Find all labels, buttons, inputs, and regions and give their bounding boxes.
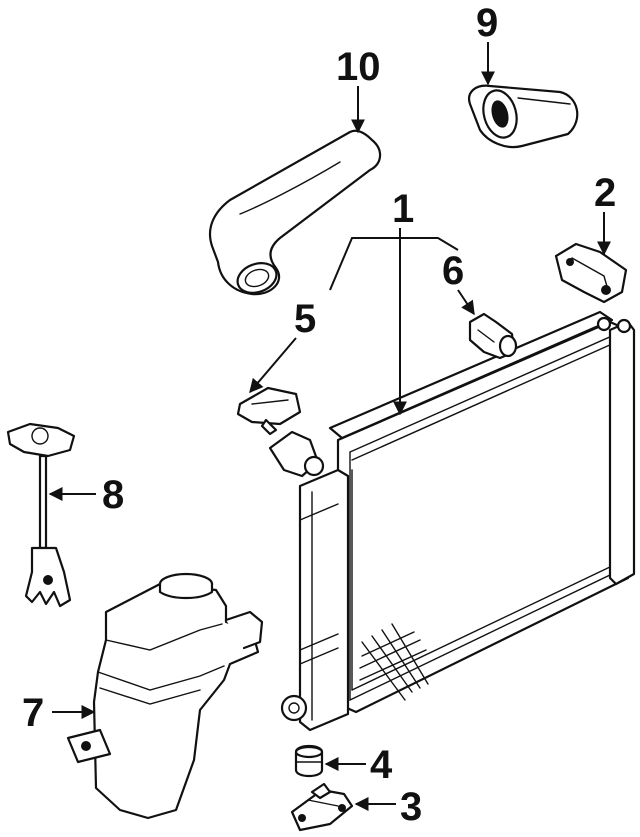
leader-5 (249, 337, 297, 394)
callout-2: 2 (594, 171, 616, 215)
callout-9: 9 (476, 1, 498, 45)
reservoir-cap-dipstick[interactable] (6, 422, 76, 608)
radiator[interactable] (268, 310, 636, 732)
callout-7: 7 (22, 691, 44, 735)
leader-5-shared (329, 237, 459, 291)
leader-6 (457, 289, 475, 316)
coolant-reservoir[interactable] (66, 572, 264, 820)
lower-hose[interactable] (468, 84, 579, 149)
callout-4: 4 (370, 743, 393, 787)
lower-mount-bracket[interactable] (290, 782, 354, 832)
callout-6: 6 (442, 249, 464, 293)
callout-8: 8 (102, 473, 124, 517)
upper-mount-bracket[interactable] (554, 242, 628, 304)
upper-hose[interactable] (208, 129, 382, 298)
leader-lines (48, 42, 611, 811)
callout-labels: 1 2 3 4 5 6 7 8 9 10 (22, 1, 616, 829)
callout-5: 5 (294, 297, 316, 341)
callout-1: 1 (392, 187, 414, 231)
lower-insulator[interactable] (294, 744, 324, 778)
drain-plug[interactable] (468, 312, 518, 360)
callout-3: 3 (400, 785, 422, 829)
callout-10: 10 (336, 45, 381, 89)
radiator-cap[interactable] (236, 386, 302, 436)
